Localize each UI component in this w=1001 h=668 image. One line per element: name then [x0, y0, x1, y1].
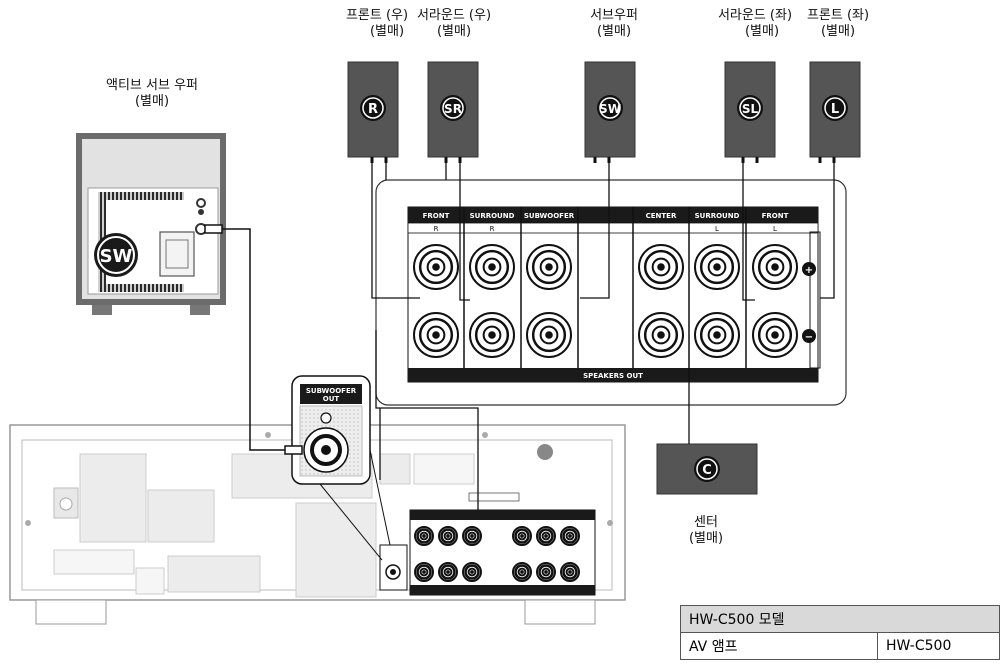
amp-speaker-terminals — [414, 526, 580, 582]
badge-surround-left: SL — [742, 102, 759, 116]
amp-terminal-plus — [438, 526, 458, 546]
amp-terminal-plus — [512, 526, 532, 546]
speaker-subwoofer — [584, 61, 636, 163]
model-table: HW-C500 모델 AV 앰프 HW-C500 — [680, 605, 1000, 660]
model-table-row-value: HW-C500 — [877, 632, 1000, 660]
terminal-post-plus — [526, 244, 572, 290]
terminal-post-plus — [413, 244, 459, 290]
terminal-post-minus — [638, 312, 684, 358]
active-subwoofer-unit — [76, 133, 226, 315]
channel-label-front-r: FRONT — [423, 212, 450, 220]
side-label-surround-l: L — [715, 225, 719, 233]
label-active-subwoofer: 액티브 서브 우퍼(별매) — [106, 78, 198, 110]
channel-label-center: CENTER — [646, 212, 677, 220]
badge-front-left: L — [831, 102, 839, 117]
speaker-terminals — [413, 244, 798, 358]
amp-terminal-minus — [438, 562, 458, 582]
channel-label-subwoofer: SUBWOOFER — [524, 212, 575, 220]
terminal-post-minus — [694, 312, 740, 358]
badge-subwoofer: SW — [599, 102, 621, 116]
speaker-front-right — [347, 61, 399, 163]
speaker-surround-left — [724, 61, 776, 163]
speaker-wires — [371, 163, 835, 510]
label-center: 센터(별매) — [688, 515, 724, 547]
speaker-center — [656, 443, 758, 495]
badge-front-right: R — [368, 102, 378, 117]
side-label-front-r: R — [434, 225, 439, 233]
sub-out-line2: OUT — [323, 395, 340, 403]
terminal-post-minus — [526, 312, 572, 358]
speakers-out-label: SPEAKERS OUT — [583, 372, 643, 380]
terminal-panel-enlarged — [375, 179, 847, 406]
terminal-post-minus — [413, 312, 459, 358]
amp-terminal-minus — [414, 562, 434, 582]
amp-terminal-minus — [560, 562, 580, 582]
subwoofer-cable — [204, 224, 303, 455]
amp-terminal-minus — [462, 562, 482, 582]
model-table-header: HW-C500 모델 — [680, 605, 1000, 633]
badge-center: C — [702, 463, 712, 478]
terminal-post-plus — [694, 244, 740, 290]
terminal-post-plus — [752, 244, 798, 290]
speaker-front-left — [809, 61, 861, 163]
amp-terminal-minus — [512, 562, 532, 582]
channel-label-surround-l: SURROUND — [695, 212, 740, 220]
badge-surround-right: SR — [444, 102, 462, 116]
label-front-right: 프론트 (우)(별매) — [345, 8, 409, 40]
label-surround-left: 서라운드 (좌)(별매) — [717, 8, 793, 40]
amp-terminal-plus — [462, 526, 482, 546]
terminal-post-minus — [469, 312, 515, 358]
label-surround-right: 서라운드 (우)(별매) — [416, 8, 492, 40]
side-label-front-l: L — [773, 225, 777, 233]
av-amplifier-rear-panel — [9, 424, 626, 625]
amp-terminal-minus — [536, 562, 556, 582]
terminal-post-plus — [469, 244, 515, 290]
label-subwoofer: 서브우퍼(별매) — [590, 8, 638, 40]
label-front-left: 프론트 (좌)(별매) — [806, 8, 870, 40]
badge-active-subwoofer: SW — [100, 246, 133, 267]
channel-label-front-l: FRONT — [762, 212, 789, 220]
subwoofer-out-callout — [291, 375, 391, 561]
amp-terminal-plus — [560, 526, 580, 546]
side-label-surround-r: R — [490, 225, 495, 233]
minus-symbol: − — [805, 332, 813, 343]
terminal-post-minus — [752, 312, 798, 358]
channel-label-surround-r: SURROUND — [470, 212, 515, 220]
amp-terminal-plus — [414, 526, 434, 546]
model-table-row-label: AV 앰프 — [680, 632, 878, 660]
plus-symbol: + — [805, 265, 813, 276]
terminal-post-plus — [638, 244, 684, 290]
amp-terminal-plus — [536, 526, 556, 546]
sub-out-line1: SUBWOOFER — [306, 387, 357, 395]
speaker-surround-right — [427, 61, 479, 163]
